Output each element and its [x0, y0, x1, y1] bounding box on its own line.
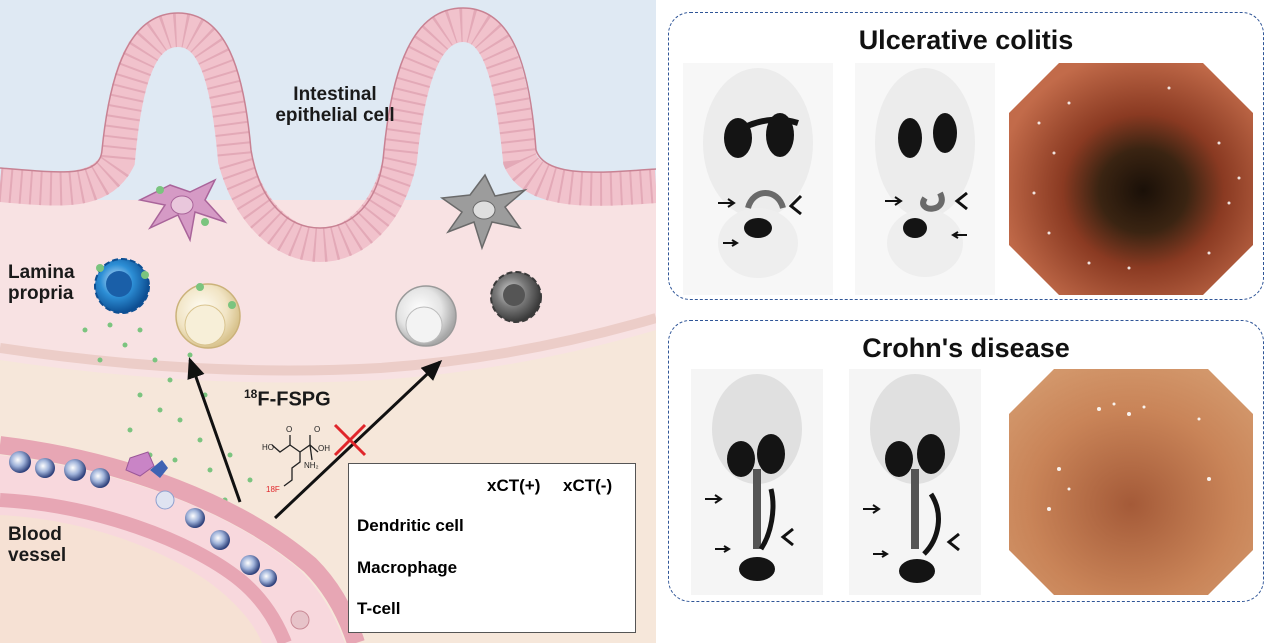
struct-o-minus: O: [314, 425, 320, 434]
legend-header-negative: xCT(-): [563, 476, 613, 495]
legend: xCT(+) xCT(-) Dendritic cell Macrophage …: [348, 463, 636, 633]
arrowhead-icon: [788, 194, 803, 216]
epithelium-label: Intestinal epithelial cell: [275, 84, 395, 127]
dendritic-cell-positive: [137, 178, 228, 243]
muscle-layer: [0, 313, 656, 376]
block-x: [333, 423, 367, 457]
pet-scan-uc-2: [855, 63, 995, 295]
struct-o: O: [286, 425, 292, 434]
mechanism-illustration: HO O O OH NH₂ 18F Intestinal epithelial …: [0, 0, 656, 643]
epithelium-edge: [0, 7, 656, 229]
arrow-icon: [885, 196, 903, 206]
blood-vessel-label: Blood vessel: [8, 524, 67, 567]
pet-scan-cd-2: [849, 369, 981, 595]
arrow-icon: [723, 239, 739, 247]
tracer-name: F-FSPG: [257, 388, 331, 411]
tracer-label: 18F-FSPG: [244, 387, 331, 411]
struct-oh: OH: [318, 444, 330, 453]
arrow-icon: [873, 550, 889, 558]
lamina-propria-label: Lamina propria: [8, 262, 75, 305]
blocked-arrow: [273, 359, 443, 520]
tracer-mass: 18: [244, 387, 258, 401]
macrophage-positive: [94, 258, 150, 314]
t-cell-positive: [175, 283, 241, 349]
arrow-icon: [715, 545, 731, 553]
endoscopy-cd: [1009, 369, 1253, 595]
mechanism-svg: HO O O OH NH₂ 18F: [0, 0, 656, 643]
panel-crohns-disease: Crohn's disease: [668, 320, 1264, 602]
epithelium-band: [0, 7, 656, 263]
pet-scan-cd-1: [691, 369, 823, 595]
struct-18f: 18F: [266, 485, 280, 494]
arrow-icon: [951, 231, 967, 239]
vessel-wall-inner: [0, 493, 292, 643]
panel-ulcerative-colitis: Ulcerative colitis: [668, 12, 1264, 300]
blood-cells: [9, 451, 310, 630]
legend-row-dendritic: Dendritic cell: [357, 516, 464, 535]
uptake-arrow: [187, 357, 242, 503]
arrowhead-icon: [946, 532, 960, 552]
legend-row-tcell: T-cell: [357, 599, 401, 618]
t-cell-negative: [395, 285, 457, 347]
struct-ho: HO: [262, 443, 274, 452]
endoscopy-uc: [1009, 63, 1253, 295]
struct-nh2: NH₂: [304, 461, 319, 470]
arrow-icon: [718, 198, 736, 208]
legend-header-positive: xCT(+): [487, 476, 541, 495]
panel-title-cd: Crohn's disease: [862, 333, 1070, 363]
arrowhead-icon: [954, 191, 968, 211]
vessel-exterior: [0, 515, 262, 643]
arrow-icon: [863, 504, 881, 514]
vessel-wall-outer: [0, 436, 365, 643]
arrowhead-icon: [780, 527, 794, 547]
arrow-icon: [705, 494, 723, 504]
macrophage-negative: [490, 271, 542, 323]
fspg-structure: [271, 435, 319, 487]
panel-title-uc: Ulcerative colitis: [858, 25, 1074, 55]
pet-scan-uc-1: [683, 63, 833, 295]
dendritic-cell-negative: [439, 173, 528, 251]
legend-row-macrophage: Macrophage: [357, 558, 458, 577]
imaging-panels: Ulcerative colitis: [656, 0, 1280, 643]
